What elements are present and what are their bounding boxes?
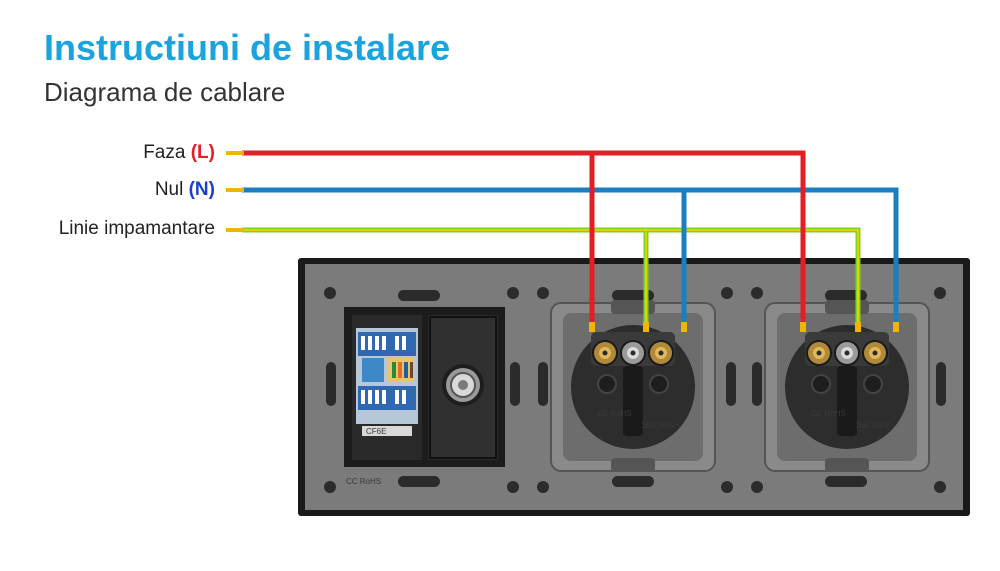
label-phase: Faza (L): [143, 143, 215, 162]
stripped-end-1: [589, 322, 595, 332]
phase-wire-2: [592, 150, 806, 322]
wires: [226, 150, 899, 332]
sockets: CE RoHS 16A 250V~ CE RoHS 16A 250V~: [550, 300, 930, 472]
label-phase-tag: (L): [190, 142, 215, 163]
pin-hole: [597, 374, 617, 394]
socket-marking-right: 16A 250V~: [641, 421, 681, 430]
mounting-slots: [326, 290, 946, 487]
label-neutral-name: Nul: [154, 179, 184, 200]
socket-marking-left: CE RoHS: [811, 409, 846, 418]
wire-tip-2: [226, 188, 244, 192]
schuko-socket-1: CE RoHS 16A 250V~: [550, 300, 716, 472]
rj45-jack: CF6E: [356, 328, 418, 436]
pin-hole: [811, 374, 831, 394]
socket-marking-right: 16A 250V~: [855, 421, 895, 430]
label-earth-name: Linie impamantare: [58, 218, 215, 239]
stripped-end-2: [643, 322, 649, 332]
schuko-socket-2: CE RoHS 16A 250V~: [764, 300, 930, 472]
stripped-end-5: [855, 322, 861, 332]
stripped-end-6: [893, 322, 899, 332]
page-subtitle: Diagrama de cablare: [44, 77, 286, 107]
earth-wire-stripe-2: [646, 229, 859, 322]
neutral-wire-2: [684, 187, 899, 322]
socket-marking-left: CE RoHS: [597, 409, 632, 418]
wire-tip-1: [226, 151, 244, 155]
stripped-end-3: [681, 322, 687, 332]
pin-hole: [649, 374, 669, 394]
page-title: Instructiuni de instalare: [44, 27, 451, 68]
label-phase-name: Faza: [143, 142, 186, 163]
label-neutral-tag: (N): [188, 179, 215, 200]
rj45-marking: CF6E: [366, 427, 386, 436]
wire-tip-3: [226, 228, 244, 232]
data-module-marking: CC RoHS: [346, 477, 381, 486]
pin-hole: [863, 374, 883, 394]
label-neutral: Nul (N): [155, 180, 215, 199]
stripped-end-4: [800, 322, 806, 332]
label-earth: Linie impamantare: [59, 219, 215, 238]
data-module: CF6E CC RoHS: [344, 307, 505, 486]
tv-connector: [442, 364, 484, 406]
screw-holes: [324, 287, 946, 493]
